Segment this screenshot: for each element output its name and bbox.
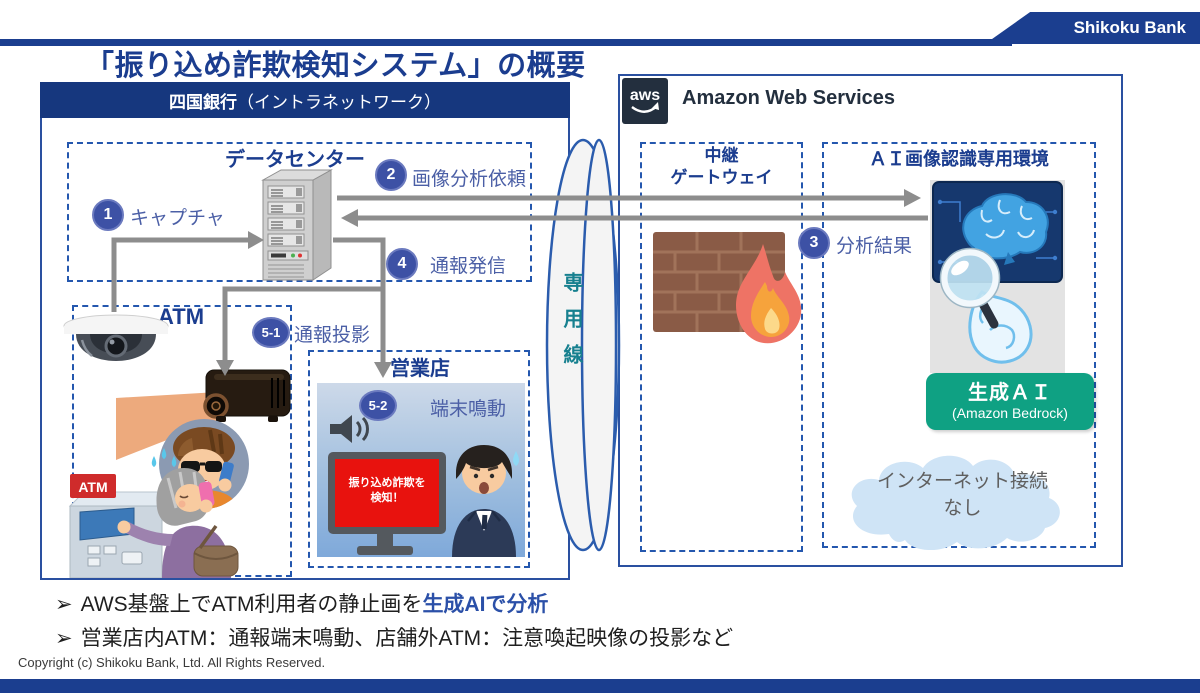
speaker-icon xyxy=(330,415,369,443)
bottom-bar xyxy=(0,679,1200,693)
gateway-label-line2: ゲートウェイ xyxy=(670,168,773,187)
step-1-badge: 1 xyxy=(92,199,124,231)
bullet-1-marker: ➢ xyxy=(55,593,73,616)
step-1-num: 1 xyxy=(103,206,113,223)
branch-office-box xyxy=(308,350,530,568)
gateway-label: 中継 ゲートウェイ xyxy=(640,145,803,189)
dedicated-line-cylinder xyxy=(545,138,621,552)
aws-logo-text: aws xyxy=(630,87,660,104)
step-4-num: 4 xyxy=(397,255,407,272)
atm-sign-text: ATM xyxy=(78,479,107,495)
step-1-label: キャプチャ xyxy=(130,208,225,229)
step-5-2-num: 5-2 xyxy=(368,398,388,413)
bullet-2-text: 営業店内ATM：通報端末鳴動、店舗外ATM：注意喚起映像の投影など xyxy=(80,627,734,650)
no-internet-cloud xyxy=(851,455,1060,551)
alert-text-line2: 検知！ xyxy=(370,492,404,504)
bank-name-suffix: （イントラネットワーク） xyxy=(237,92,441,112)
top-banner-bar xyxy=(0,39,1012,46)
no-internet-line1: インターネット接続 xyxy=(876,471,1048,492)
firewall-icon xyxy=(653,232,802,344)
security-camera-icon xyxy=(63,314,169,361)
projector-icon xyxy=(203,369,291,422)
bank-box-header: 四国銀行 （イントラネットワーク） xyxy=(40,82,570,118)
bullet-2-marker: ➢ xyxy=(55,627,73,650)
datacenter-label: データセンター xyxy=(225,149,365,171)
bank-name: 四国銀行 xyxy=(169,92,237,112)
aws-title: Amazon Web Services xyxy=(682,87,896,109)
page-title: 「振り込め詐欺検知システム」の概要 xyxy=(85,50,586,82)
no-internet-label: インターネット接続 なし xyxy=(845,468,1080,522)
step-5-1-badge: 5-1 xyxy=(252,317,290,348)
step-5-1-label: 通報投影 xyxy=(294,325,371,346)
step-5-2-label: 端末鳴動 xyxy=(430,399,507,420)
dedicated-line-label: 専用線 xyxy=(560,272,582,380)
projection-beam xyxy=(116,392,218,460)
aws-logo-icon: aws xyxy=(622,78,668,124)
bullet-1-text: AWS基盤上でATM利用者の静止画を xyxy=(80,593,423,616)
elderly-woman-atm-illustration: ATM xyxy=(68,448,239,578)
ai-environment-box xyxy=(822,142,1096,548)
step-3-label: 分析結果 xyxy=(836,236,913,257)
datacenter-box xyxy=(67,142,532,282)
step-5-1-num: 5-1 xyxy=(261,325,281,340)
step-5-2-badge: 5-2 xyxy=(359,390,397,421)
ai-brain-illustration xyxy=(932,181,1063,364)
step-3-num: 3 xyxy=(809,234,819,251)
step-2-label: 画像分析依頼 xyxy=(412,169,527,190)
branch-label: 営業店 xyxy=(390,358,450,380)
step-2-num: 2 xyxy=(386,166,396,183)
gen-ai-title: 生成ＡＩ xyxy=(968,381,1052,404)
relay-gateway-box xyxy=(640,142,803,552)
step-2-badge: 2 xyxy=(375,159,407,191)
gateway-label-line1: 中継 xyxy=(704,146,739,165)
bullet-2: ➢ 営業店内ATM：通報端末鳴動、店舗外ATM：注意喚起映像の投影など xyxy=(55,622,733,652)
server-icon xyxy=(261,169,333,281)
alert-text-line1: 振り込め詐欺を xyxy=(348,477,426,489)
step-4-badge: 4 xyxy=(386,248,418,280)
brand-logo: Shikoku Bank xyxy=(985,12,1200,44)
copyright: Copyright (c) Shikoku Bank, Ltd. All Rig… xyxy=(18,655,326,670)
bullet-1-highlight: 生成AIで分析 xyxy=(422,593,549,616)
gen-ai-subtitle: (Amazon Bedrock) xyxy=(952,404,1068,421)
monitor-stand-neck xyxy=(377,534,393,546)
monitor-stand-base xyxy=(357,546,413,555)
step-4-label: 通報発信 xyxy=(430,256,507,277)
step-3-badge: 3 xyxy=(798,227,830,259)
scammer-illustration xyxy=(159,419,249,509)
bullet-1: ➢ AWS基盤上でATM利用者の静止画を生成AIで分析 xyxy=(55,588,548,618)
no-internet-line2: なし xyxy=(943,498,982,519)
bank-clerk-illustration xyxy=(452,445,519,557)
ai-env-label: ＡＩ画像認識専用環境 xyxy=(869,149,1049,169)
alert-screen: 振り込め詐欺を 検知！ xyxy=(335,459,439,527)
gen-ai-badge: 生成ＡＩ (Amazon Bedrock) xyxy=(926,373,1094,430)
